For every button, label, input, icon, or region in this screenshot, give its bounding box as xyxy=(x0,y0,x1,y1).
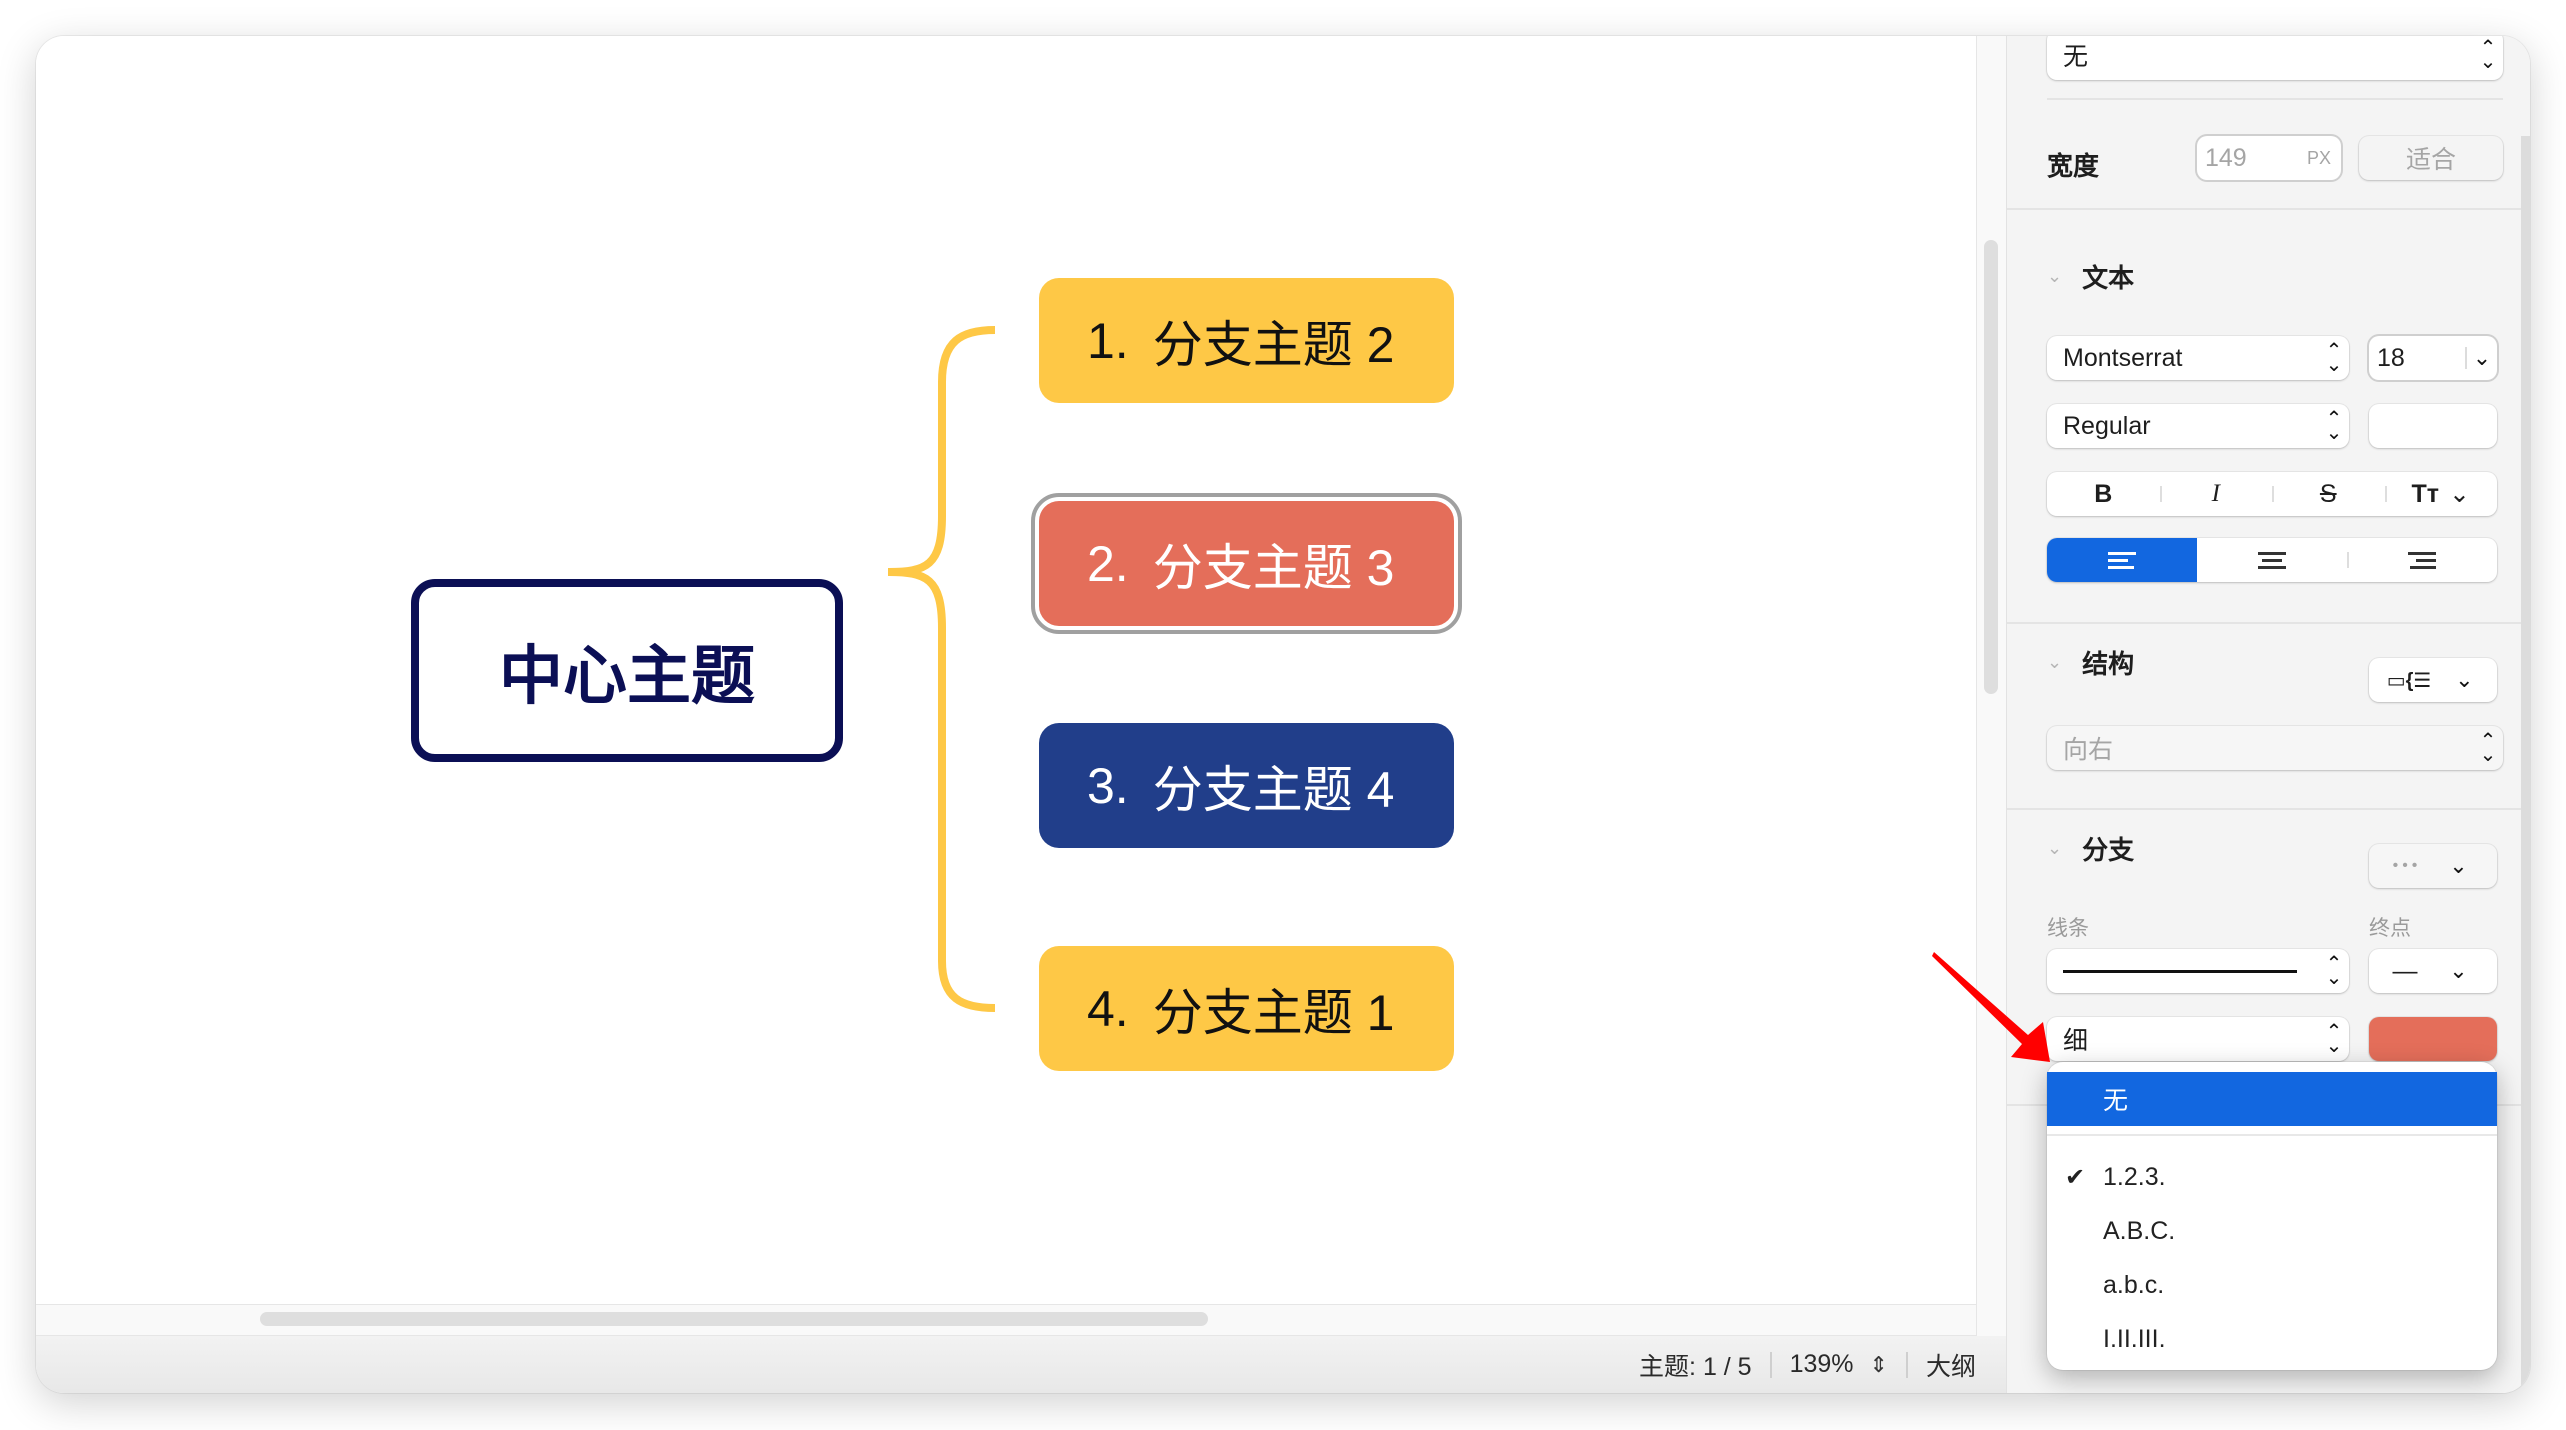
line-label: 线条 xyxy=(2047,917,2089,940)
chevron-down-icon[interactable]: ⌄ xyxy=(2472,345,2492,370)
topic-number: 3. xyxy=(1087,757,1129,814)
branch-topic-3[interactable]: 3. 分支主题 4 xyxy=(1039,723,1454,848)
text-color-swatch[interactable] xyxy=(2369,404,2497,448)
vertical-scrollbar[interactable] xyxy=(1976,36,2008,1336)
chevron-down-icon: ⌄ xyxy=(2449,480,2470,508)
numbering-select[interactable]: 无 ⌃⌄ xyxy=(2047,36,2503,80)
text-align-toolbar xyxy=(2047,538,2497,582)
divider xyxy=(2047,98,2503,100)
branch-topic-1[interactable]: 1. 分支主题 2 xyxy=(1039,278,1454,403)
menu-item-roman[interactable]: I.II.III. xyxy=(2103,1324,2166,1353)
structure-map-right-icon: ▭{☰ xyxy=(2386,669,2432,692)
topic-label: 分支主题 1 xyxy=(1152,984,1395,1041)
divider xyxy=(2007,808,2521,810)
structure-direction-select[interactable]: 向右 ⌃⌄ xyxy=(2047,726,2503,770)
font-size-combo[interactable]: 18 ⌄ xyxy=(2369,336,2497,380)
topic-number: 2. xyxy=(1087,535,1129,592)
bold-button[interactable]: B xyxy=(2094,479,2113,508)
strikethrough-button[interactable]: S xyxy=(2272,472,2385,516)
font-weight-select[interactable]: Regular ⌃⌄ xyxy=(2047,404,2349,448)
divider xyxy=(1769,1351,1772,1378)
chevron-down-icon: ⌄ xyxy=(2449,958,2468,983)
topic-label: 分支主题 2 xyxy=(1152,316,1395,373)
divider xyxy=(1905,1351,1908,1378)
branch-style-select[interactable]: ••• ⌄ xyxy=(2369,844,2497,888)
topic-label: 分支主题 4 xyxy=(1152,761,1395,818)
align-center-icon xyxy=(2258,551,2286,569)
line-thickness-select[interactable]: 细 ⌃⌄ xyxy=(2047,1017,2349,1061)
menu-item-none[interactable]: 无 xyxy=(2047,1072,2497,1126)
updown-chevron-icon: ⌃⌄ xyxy=(2479,37,2497,73)
align-right-icon xyxy=(2408,551,2436,569)
collapse-chevron-icon: ⌄ xyxy=(2047,838,2063,858)
menu-item-lower-alpha[interactable]: a.b.c. xyxy=(2103,1270,2165,1299)
horizontal-scroll-thumb[interactable] xyxy=(260,1312,1208,1326)
chevron-down-icon: ⌄ xyxy=(2455,667,2474,692)
menu-item-upper-alpha[interactable]: A.B.C. xyxy=(2103,1216,2176,1245)
align-right-button[interactable] xyxy=(2347,538,2497,582)
status-bar: 主题: 1 / 5 139% ⇕ 大纲 xyxy=(36,1336,2006,1393)
topic-number: 4. xyxy=(1087,980,1129,1037)
updown-chevron-icon: ⌃⌄ xyxy=(2479,730,2497,766)
branch-topic-4[interactable]: 4. 分支主题 1 xyxy=(1039,946,1454,1071)
structure-select[interactable]: ▭{☰ ⌄ xyxy=(2369,658,2497,702)
vertical-scroll-thumb[interactable] xyxy=(1984,240,1998,694)
collapse-chevron-icon: ⌄ xyxy=(2047,266,2063,286)
checkmark-icon: ✔ xyxy=(2064,1163,2086,1191)
divider xyxy=(2007,208,2521,210)
collapse-chevron-icon: ⌄ xyxy=(2047,652,2063,672)
numbering-dropdown-menu: 无 ✔ 1.2.3. A.B.C. a.b.c. I.II.III. xyxy=(2047,1062,2497,1370)
outline-button[interactable]: 大纲 xyxy=(1925,1352,1976,1381)
divider xyxy=(2007,622,2521,624)
end-label: 终点 xyxy=(2369,917,2411,940)
structure-section-header[interactable]: ⌄ 结构 xyxy=(2047,649,2135,679)
menu-item-numeric[interactable]: ✔ 1.2.3. xyxy=(2047,1150,2497,1204)
center-topic[interactable]: 中心主题 xyxy=(411,579,843,762)
chevron-down-icon: ⌄ xyxy=(2449,853,2468,878)
text-case-button[interactable]: Tт⌄ xyxy=(2384,472,2498,516)
branch-connector xyxy=(887,326,996,1012)
horizontal-scrollbar[interactable] xyxy=(36,1304,1976,1336)
font-family-select[interactable]: Montserrat ⌃⌄ xyxy=(2047,336,2349,380)
branch-topic-2-selected[interactable]: 2. 分支主题 3 xyxy=(1031,493,1462,634)
align-left-button[interactable] xyxy=(2047,538,2197,582)
dots-icon: ••• xyxy=(2392,857,2422,874)
app-window: 中心主题 1. 分支主题 2 2. 分支主题 3 3. 分支主题 4 4. 分支… xyxy=(36,36,2530,1393)
text-style-toolbar: B I S Tт⌄ xyxy=(2047,472,2497,516)
align-center-button[interactable] xyxy=(2197,538,2347,582)
updown-chevron-icon: ⌃⌄ xyxy=(2325,953,2343,989)
solid-line-icon xyxy=(2063,969,2297,973)
topic-count: 主题: 1 / 5 xyxy=(1639,1352,1752,1381)
width-label: 宽度 xyxy=(2047,151,2100,181)
branch-section-header[interactable]: ⌄ 分支 xyxy=(2047,835,2135,865)
topic-label: 分支主题 3 xyxy=(1152,539,1395,596)
zoom-level[interactable]: 139% xyxy=(1789,1350,1854,1378)
zoom-stepper-icon[interactable]: ⇕ xyxy=(1869,1351,1888,1377)
menu-separator xyxy=(2047,1134,2497,1136)
align-left-icon xyxy=(2108,551,2136,569)
line-color-swatch[interactable] xyxy=(2369,1017,2497,1061)
line-style-select[interactable]: ⌃⌄ xyxy=(2047,949,2349,993)
topic-number: 1. xyxy=(1087,312,1129,369)
mindmap-canvas[interactable]: 中心主题 1. 分支主题 2 2. 分支主题 3 3. 分支主题 4 4. 分支… xyxy=(36,36,1976,1304)
line-end-select[interactable]: — ⌄ xyxy=(2369,949,2497,993)
updown-chevron-icon: ⌃⌄ xyxy=(2325,408,2343,444)
italic-button[interactable]: I xyxy=(2159,472,2273,516)
updown-chevron-icon: ⌃⌄ xyxy=(2325,1021,2343,1057)
divider xyxy=(2465,347,2467,369)
fit-width-button[interactable]: 适合 xyxy=(2359,136,2503,180)
width-input[interactable]: 149 PX xyxy=(2197,136,2341,180)
updown-chevron-icon: ⌃⌄ xyxy=(2325,340,2343,376)
text-section-header[interactable]: ⌄ 文本 xyxy=(2047,263,2135,293)
panel-scrollbar[interactable] xyxy=(2521,136,2530,1393)
